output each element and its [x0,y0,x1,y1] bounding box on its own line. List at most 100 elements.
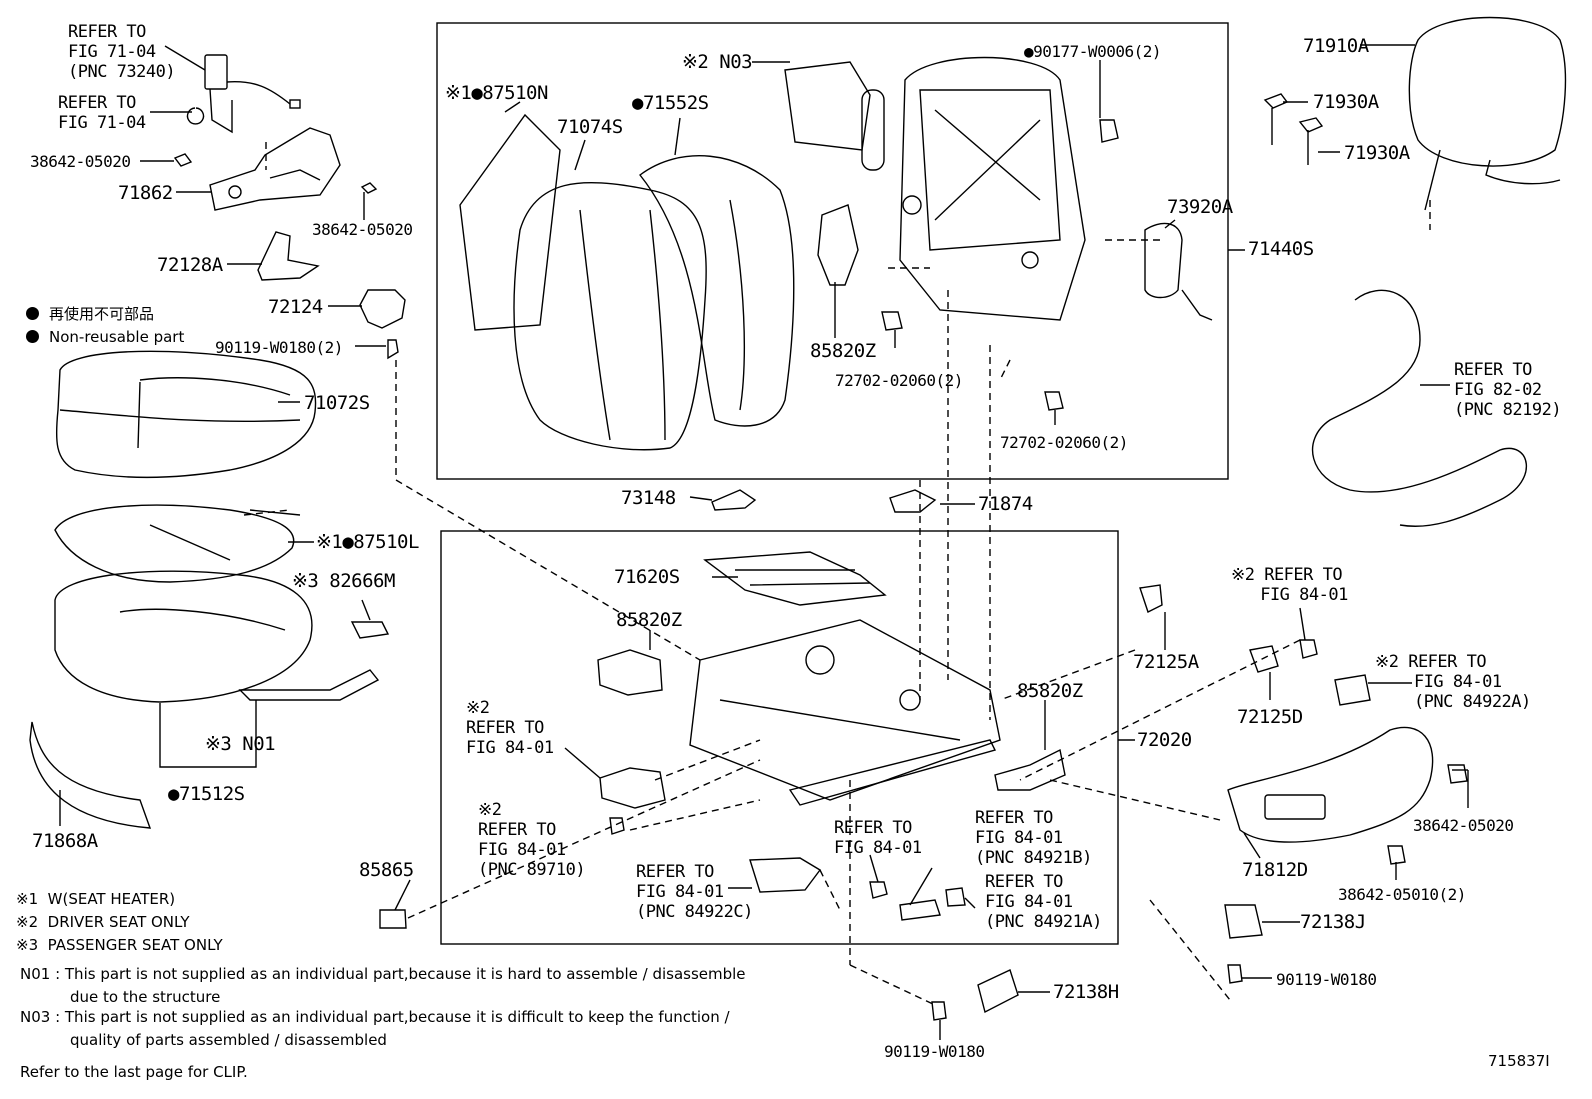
seat-heater-87510N [459,113,561,331]
label-ref-89710: ※2 REFER TO FIG 84-01 (PNC 89710) [478,800,586,880]
seat-track-group-box [440,530,1119,945]
spring-71620S [703,551,887,606]
label-71862: 71862 [118,182,173,204]
part-73920A [1144,222,1183,299]
note-n03-line1: N03 : This part is not supplied as an in… [20,1008,730,1026]
bolt-90119 [387,339,399,360]
clip-72125D [1249,645,1279,673]
part-71874 [889,489,937,513]
part-73148 [711,489,757,511]
label-90119-W0180-2: 90119-W0180(2) [215,338,343,357]
label-87510N: ※1●87510N [445,82,548,104]
dashed-lines [243,142,1431,1006]
label-71620S: 71620S [614,566,680,588]
wire-harness [1311,289,1528,527]
label-71440S: 71440S [1248,238,1314,260]
note-x1: ※1 W(SEAT HEATER) [16,890,176,908]
label-72702-02060-a: 72702-02060(2) [835,371,963,390]
note-x2: ※2 DRIVER SEAT ONLY [16,913,190,931]
label-71074S: 71074S [557,116,623,138]
label-71874: 71874 [978,493,1033,515]
note-n01-line1: N01 : This part is not supplied as an in… [20,965,746,983]
note-clip: Refer to the last page for CLIP. [20,1063,248,1081]
label-90119-W0180-a: 90119-W0180 [1276,970,1377,989]
bolt-84-01 [1299,639,1318,659]
label-90119-W0180-b: 90119-W0180 [884,1042,985,1061]
label-N01: ※3 N01 [205,733,276,755]
legend-jp-text: 再使用不可部品 [49,305,155,323]
seat-adjuster-72020 [689,619,1001,806]
label-71910A: 71910A [1303,35,1369,57]
label-85820Z-b: 85820Z [616,609,682,631]
label-82666M: ※3 82666M [292,570,395,592]
spring-71620S-wires [735,569,871,586]
label-ref-84922A: ※2 REFER TO FIG 84-01 (PNC 84922A) [1375,652,1531,712]
label-72125A: 72125A [1133,651,1199,673]
knob-84921A [945,887,966,907]
cover-71868A [29,721,152,829]
label-72128A: 72128A [157,254,223,276]
label-90177-W0006: ●90177-W0006(2) [1024,42,1162,61]
bolt-8401 [869,881,888,899]
note-n03-line2: quality of parts assembled / disassemble… [70,1031,387,1049]
label-ref-82192: REFER TO FIG 82-02 (PNC 82192) [1454,360,1562,420]
seat-cushion-bracket-71862 [173,127,378,211]
switch-84922A [1334,674,1371,706]
seat-cushion-pad-71512S [54,570,313,703]
label-71868A: 71868A [32,830,98,852]
headrest-71910A [1408,16,1567,211]
label-85865: 85865 [359,859,414,881]
shield-71812D [1227,726,1434,843]
clip-72125A [1139,584,1163,613]
screw-38642-05010 [1387,845,1406,865]
cover-72138J [1224,904,1263,939]
label-ref-73240: REFER TO FIG 71-04 (PNC 73240) [68,22,176,82]
motor-85820Z-right [994,748,1066,791]
label-38642-05020-a: 38642-05020 [30,152,131,171]
label-ref-8401-b: REFER TO FIG 84-01 [834,818,922,858]
seatback-frame-71440S [899,56,1086,321]
label-ref-84922C: REFER TO FIG 84-01 (PNC 84922C) [636,862,753,922]
guide-71930A-b [1298,117,1324,165]
legend-en-text: Non-reusable part [49,328,185,346]
seatback-pad-71552S [639,155,795,427]
cover-72138H [977,969,1019,1014]
label-72138H: 72138H [1053,981,1119,1003]
label-ref-7104: REFER TO FIG 71-04 [58,93,146,133]
seat-cushion-cover-71072S [55,350,317,479]
label-ref-84921B: REFER TO FIG 84-01 (PNC 84921B) [975,808,1092,868]
label-71512S: ●71512S [168,783,245,805]
part-N03 [784,61,885,171]
label-ref-8401-c: ※2 REFER TO FIG 84-01 [1231,565,1348,605]
label-71072S: 71072S [304,392,370,414]
label-71930A-a: 71930A [1313,91,1379,113]
non-reusable-dot-icon [26,330,39,343]
label-71552S: ●71552S [632,92,709,114]
legend-en: Non-reusable part [26,328,184,346]
label-38642-05020-c: 38642-05020 [1413,816,1514,835]
leader-lines [59,44,1469,1040]
seat-belt-buckle [186,54,301,134]
clip-90177 [1099,119,1119,143]
note-x3: ※3 PASSENGER SEAT ONLY [16,936,223,954]
note-n01-line2: due to the structure [70,988,221,1006]
label-73148: 73148 [621,487,676,509]
label-72125D: 72125D [1237,706,1303,728]
label-85820Z-a: 85820Z [810,340,876,362]
label-85820Z-c: 85820Z [1017,680,1083,702]
bolt-90119-a [1227,964,1243,984]
label-72020: 72020 [1137,729,1192,751]
label-38642-05010: 38642-05010(2) [1338,885,1466,904]
label-N03: ※2 N03 [682,51,753,73]
seat-heater-87510L [54,504,301,583]
knob-84921B [899,899,941,921]
motor-85820Z-mid [597,649,663,696]
part-85865 [379,909,407,929]
legend-jp: 再使用不可部品 [26,303,154,324]
bolt-89710 [609,817,625,835]
diagram-id: 715837I [1488,1052,1550,1070]
label-87510L: ※1●87510L [316,531,419,553]
cover-72128A [257,231,320,281]
